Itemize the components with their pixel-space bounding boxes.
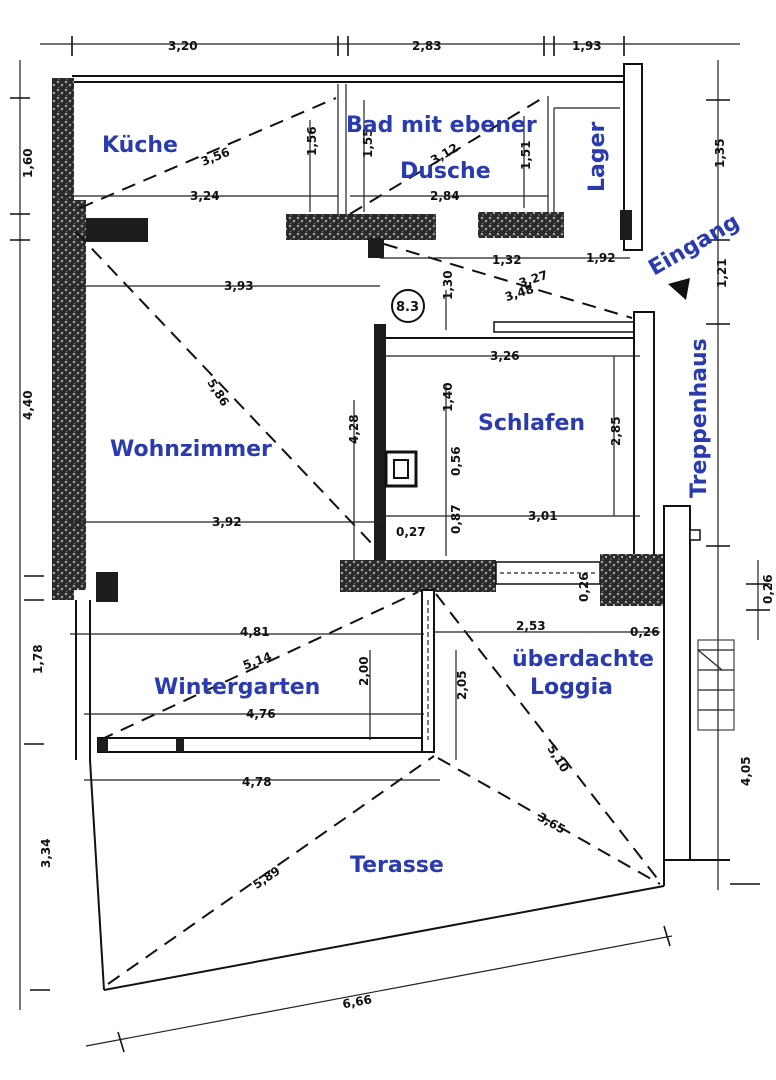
dim-loggia-h: 2,05 bbox=[455, 670, 469, 700]
dim-left-178: 1,78 bbox=[31, 644, 45, 674]
dim-285: 2,85 bbox=[609, 416, 623, 446]
dim-left-160: 1,60 bbox=[21, 148, 35, 178]
dim-026c: 0,26 bbox=[761, 574, 775, 604]
room-lager: Lager bbox=[585, 121, 610, 192]
dim-diag-kueche: 3,56 bbox=[199, 145, 232, 169]
dim-026a: 0,26 bbox=[577, 572, 591, 602]
dim-132: 1,32 bbox=[492, 253, 522, 267]
marker-label: 8.3 bbox=[396, 300, 419, 315]
dim-192: 1,92 bbox=[586, 251, 616, 265]
room-kueche: Küche bbox=[102, 133, 178, 158]
dim-top-bad: 2,83 bbox=[412, 39, 442, 53]
dim-130: 1,30 bbox=[441, 270, 455, 300]
room-bad-line1: Bad mit ebener bbox=[346, 113, 537, 138]
dim-left-440: 4,40 bbox=[21, 390, 35, 420]
room-labels: Küche Bad mit ebener Dusche Lager Eingan… bbox=[102, 113, 744, 878]
dim-026b: 0,26 bbox=[630, 625, 660, 639]
walls bbox=[52, 63, 735, 991]
dim-428: 4,28 bbox=[347, 414, 361, 444]
room-terasse: Terasse bbox=[350, 853, 444, 878]
dim-winter-w2: 4,76 bbox=[246, 707, 276, 721]
diagonal-dimensions bbox=[75, 95, 661, 985]
dim-bad-w: 2,84 bbox=[430, 189, 460, 203]
room-loggia-line1: überdachte bbox=[512, 647, 654, 672]
dim-bad-h2: 1,51 bbox=[519, 140, 533, 170]
dim-027: 0,27 bbox=[396, 525, 426, 539]
dim-121: 1,21 bbox=[715, 258, 729, 288]
dim-bad-h1: 1,55 bbox=[361, 128, 375, 158]
dim-right-135: 1,35 bbox=[713, 138, 727, 168]
dim-diag-loggia: 5,10 bbox=[544, 742, 572, 775]
dim-087: 0,87 bbox=[449, 504, 463, 534]
dim-top-lager: 1,93 bbox=[572, 39, 602, 53]
dim-schlaf-w: 3,26 bbox=[490, 349, 520, 363]
dim-wohn-w: 3,92 bbox=[212, 515, 242, 529]
dim-diag-terr: 3,65 bbox=[535, 810, 568, 837]
dim-right-405: 4,05 bbox=[739, 756, 753, 786]
dim-winter-w: 4,81 bbox=[240, 625, 270, 639]
dim-diag-terr2: 5,89 bbox=[250, 864, 282, 892]
dimension-lines bbox=[10, 36, 770, 1053]
room-bad-line2: Dusche bbox=[400, 159, 491, 184]
dim-schlaf-w2: 3,01 bbox=[528, 509, 558, 523]
room-loggia-line2: Loggia bbox=[530, 675, 613, 700]
room-schlafen: Schlafen bbox=[478, 411, 585, 436]
dim-kueche-w: 3,24 bbox=[190, 189, 220, 203]
dim-winter-h: 2,00 bbox=[357, 656, 371, 686]
dim-terr-w: 4,78 bbox=[242, 775, 272, 789]
dim-left-334: 3,34 bbox=[39, 838, 53, 868]
room-wohnzimmer: Wohnzimmer bbox=[110, 437, 272, 462]
room-treppenhaus: Treppenhaus bbox=[687, 338, 712, 498]
dim-140: 1,40 bbox=[441, 382, 455, 412]
dim-056: 0,56 bbox=[449, 446, 463, 476]
dim-wohn-top: 3,93 bbox=[224, 279, 254, 293]
entry-arrow-icon bbox=[668, 278, 690, 300]
dim-kueche-h: 1,56 bbox=[305, 126, 319, 156]
dim-diag-winter: 5,14 bbox=[241, 649, 274, 672]
dim-top-kueche: 3,20 bbox=[168, 39, 198, 53]
dim-bottom-666: 6,66 bbox=[341, 992, 373, 1011]
room-wintergarten: Wintergarten bbox=[154, 675, 320, 700]
dim-loggia-w: 2,53 bbox=[516, 619, 546, 633]
marker-circle bbox=[391, 289, 425, 323]
dim-348: 3,48 bbox=[503, 282, 535, 304]
